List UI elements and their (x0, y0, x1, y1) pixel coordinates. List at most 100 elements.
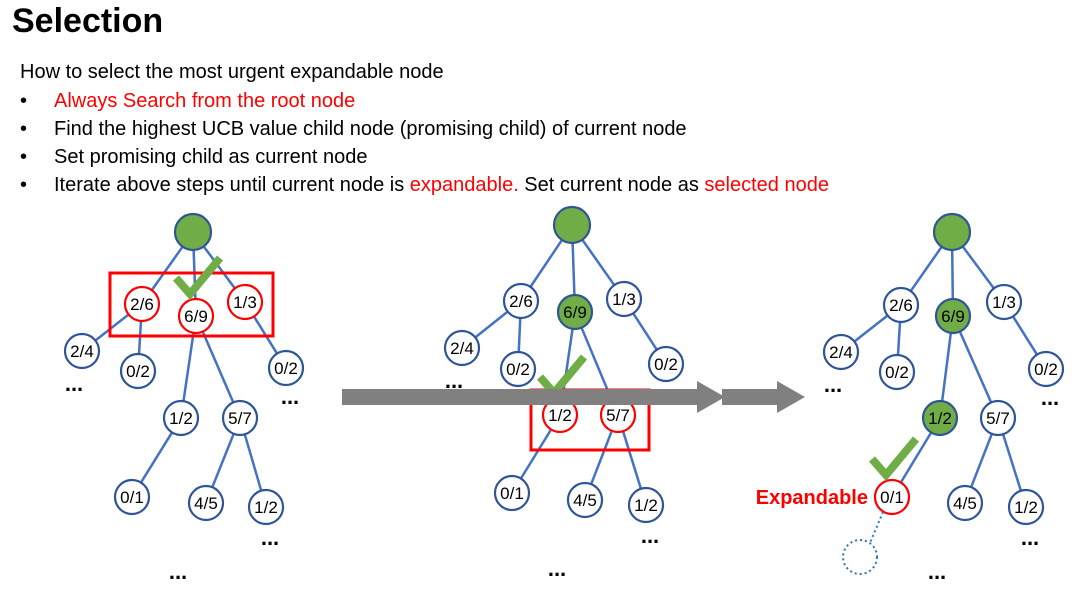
tree-node (873, 478, 911, 516)
tree-node (113, 478, 151, 516)
tree-node (979, 399, 1017, 437)
node-label: 1/2 (254, 498, 278, 517)
node-label: 1/2 (169, 409, 193, 428)
expandable-label: Expandable (756, 487, 868, 509)
bullet-dot: • (20, 146, 28, 168)
ellipsis-text: ... (641, 523, 659, 548)
tree-edge (940, 332, 953, 402)
node-label: 1/3 (233, 293, 257, 312)
tree-edge (182, 332, 195, 402)
tree-edge (519, 428, 553, 480)
bullet-text: Iterate above steps until current node i… (54, 174, 410, 196)
tree-node (443, 329, 481, 367)
tree-edge (211, 433, 235, 488)
node-label: 0/2 (1034, 360, 1058, 379)
bullet-text: Find the highest UCB value child node (p… (54, 118, 687, 140)
tree-node (1027, 350, 1065, 388)
bullet-dot: • (20, 118, 28, 140)
tree-edge (139, 431, 174, 484)
bullet-list: • Always Search from the root node • Fin… (20, 87, 829, 199)
tree-node (187, 484, 225, 522)
ellipsis-text: ... (928, 559, 946, 584)
node-label: 2/6 (889, 296, 913, 315)
node-label: 5/7 (228, 409, 252, 428)
bullet-item: • Always Search from the root node (20, 87, 829, 115)
check-mark-icon (172, 255, 224, 301)
tree-node (119, 352, 157, 390)
node-label: 1/3 (612, 290, 636, 309)
tree-node (221, 399, 259, 437)
tree-edge (950, 249, 955, 300)
tree-node (226, 283, 264, 321)
tree-node (882, 286, 920, 324)
bullet-text: Set promising child as current node (54, 146, 368, 168)
node-label: 4/5 (573, 491, 597, 510)
tree-edge (529, 239, 564, 288)
future-edge (869, 511, 884, 544)
tree-edge (517, 317, 522, 353)
bullet-text: Set current node as (518, 174, 705, 196)
node-label: 0/2 (274, 359, 298, 378)
tree-edge (909, 246, 943, 292)
tree-node (566, 481, 604, 519)
tree-edge (1011, 315, 1039, 356)
ellipsis-text: ... (281, 384, 299, 409)
tree-edge (202, 245, 236, 290)
intro-text: How to select the most urgent expandable… (20, 61, 444, 83)
node-label: 0/1 (500, 484, 524, 503)
ellipsis-text: ... (548, 556, 566, 581)
slide-title: Selection (12, 2, 164, 40)
ellipsis-text: ... (1041, 385, 1059, 410)
tree-node (177, 297, 215, 335)
tree-node (556, 293, 594, 331)
node-label: 6/9 (563, 303, 587, 322)
tree-edge (571, 242, 576, 296)
node-label: 6/9 (184, 307, 208, 326)
tree-node (267, 349, 305, 387)
ellipsis-text: ... (261, 525, 279, 550)
node-label: 0/2 (126, 362, 150, 381)
root-node (173, 212, 213, 252)
tree-node (934, 297, 972, 335)
tree-edge (201, 331, 235, 403)
bullet-text-highlight: selected node (704, 174, 829, 196)
tree-edge (94, 313, 130, 342)
transition-arrow-icon (722, 381, 805, 413)
tree-node (162, 399, 200, 437)
bullet-text: Always Search from the root node (54, 90, 356, 112)
tree-node (921, 399, 959, 437)
node-label: 6/9 (941, 307, 965, 326)
tree-node (247, 488, 285, 526)
tree-edge (561, 328, 574, 399)
bullet-item: • Set promising child as current node (20, 143, 829, 171)
root-node (932, 212, 972, 252)
node-label: 5/7 (986, 409, 1010, 428)
tree-node (1007, 488, 1045, 526)
tree-edge (899, 431, 933, 484)
ellipsis-text: ... (824, 372, 842, 397)
tree-edge (621, 430, 643, 490)
tree-edge (969, 433, 994, 488)
node-label: 2/6 (130, 295, 154, 314)
node-label: 0/2 (885, 363, 909, 382)
tree-edge (958, 331, 993, 403)
node-label: 1/2 (1014, 498, 1038, 517)
tree-edge (632, 312, 658, 351)
tree-node (63, 332, 101, 370)
tree-edge (961, 245, 995, 290)
node-label: 1/2 (634, 496, 658, 515)
ellipsis-text: ... (1021, 525, 1039, 550)
ellipsis-text: ... (169, 559, 187, 584)
future-node (842, 539, 878, 575)
tree-edge (589, 430, 614, 485)
bullet-item: • Find the highest UCB value child node … (20, 115, 829, 143)
node-label: 2/4 (450, 339, 474, 358)
node-label: 4/5 (953, 494, 977, 513)
node-label: 0/2 (506, 360, 530, 379)
node-label: 2/4 (70, 342, 94, 361)
root-node (552, 205, 592, 245)
node-label: 1/3 (992, 293, 1016, 312)
